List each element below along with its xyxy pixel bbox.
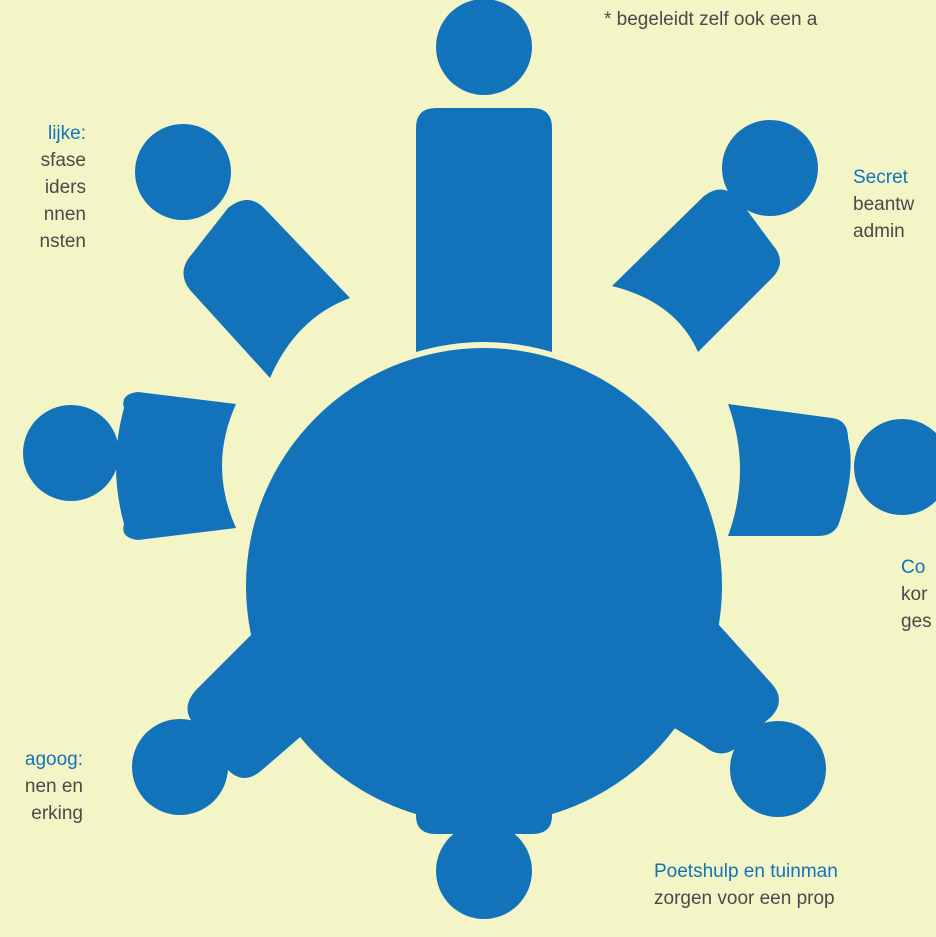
label-top-right-role: Secret xyxy=(853,167,908,188)
person-body xyxy=(416,712,552,834)
person-head xyxy=(436,823,532,919)
person-body xyxy=(728,404,851,536)
label-bottom-right-line: zorgen voor een prop xyxy=(654,888,835,909)
label-top-left-line: nsten xyxy=(39,231,86,252)
label-top-left-line: iders xyxy=(44,177,86,198)
person-right xyxy=(728,404,936,536)
person-body xyxy=(183,200,350,378)
label-bottom-left-line: erking xyxy=(31,803,83,824)
label-bottom-left-line: nen en xyxy=(24,776,83,797)
person-body xyxy=(612,189,780,352)
person-body xyxy=(612,606,779,754)
label-bottom-right: Poetshulp en tuinman zorgen voor een pro… xyxy=(654,858,838,912)
label-bottom-left-role: agoog: xyxy=(24,749,83,770)
label-top-left-line: nnen xyxy=(43,204,86,225)
label-top-right-line: admin xyxy=(853,221,905,242)
label-right-line: ges xyxy=(901,611,932,632)
person-head xyxy=(722,120,818,216)
person-body xyxy=(116,392,236,540)
person-bottom xyxy=(416,712,552,919)
label-top-left-line: sfase xyxy=(40,150,86,171)
label-top-left: lijke: sfase iders nnen nsten xyxy=(40,120,86,255)
person-head xyxy=(436,0,532,95)
label-right-role: Co xyxy=(901,557,926,578)
person-head xyxy=(132,719,228,815)
label-right: Co kor ges xyxy=(901,554,932,635)
label-top-desc: * begeleidt zelf ook een a xyxy=(604,9,818,30)
person-left xyxy=(23,392,236,540)
label-bottom-right-role: Poetshulp en tuinman xyxy=(654,861,838,882)
label-right-line: kor xyxy=(901,584,928,605)
person-head xyxy=(854,419,936,515)
person-top-right xyxy=(612,120,818,352)
person-head xyxy=(135,124,231,220)
label-bottom-left: agoog: nen en erking xyxy=(25,746,83,827)
round-table xyxy=(246,348,722,824)
label-top-left-role: lijke: xyxy=(47,123,86,144)
person-head xyxy=(23,405,119,501)
person-body xyxy=(187,616,350,778)
person-top-left xyxy=(135,124,350,378)
label-top-right-line: beantw xyxy=(853,194,915,215)
label-top-right: Secret beantw admin xyxy=(853,164,914,245)
person-top xyxy=(416,0,552,352)
person-body xyxy=(416,108,552,352)
label-top: * begeleidt zelf ook een a xyxy=(604,6,817,33)
person-bottom-left xyxy=(132,616,350,815)
person-head xyxy=(730,721,826,817)
person-bottom-right xyxy=(612,606,826,817)
